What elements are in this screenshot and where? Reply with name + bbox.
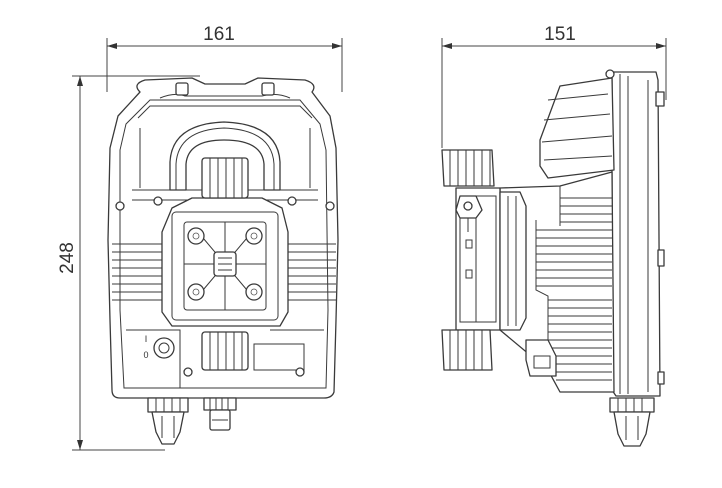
side-top-valve [441,149,495,187]
dimension-front-width: 161 [106,24,343,92]
side-top-cover [539,77,615,179]
side-depth-label: 151 [544,24,576,45]
side-bleed-valve [455,195,483,232]
side-bottom-fitting [609,397,655,447]
front-bottom-fitting-left [147,397,189,445]
side-fins [536,197,612,381]
front-bottom-fitting-right [203,397,237,431]
front-right-fins [282,243,336,301]
front-left-fins [112,243,170,301]
front-handle [169,121,281,191]
front-view: I 0 [107,77,339,445]
dimension-height: 248 [57,75,200,451]
pump-head-bolts [187,227,263,301]
side-main-body [499,171,615,393]
switch-mark-off: 0 [143,350,148,360]
side-view [441,69,665,447]
switch-mark-on: I [145,334,148,344]
front-width-label: 161 [203,24,235,45]
side-back-plate [611,71,661,397]
side-bottom-valve [441,329,493,371]
power-switch-knob [153,337,175,359]
power-switch: I 0 [143,334,175,360]
front-top-valve [201,157,249,199]
dimension-side-depth: 151 [441,24,667,148]
front-bottom-valve [201,331,249,371]
height-label: 248 [57,242,78,274]
